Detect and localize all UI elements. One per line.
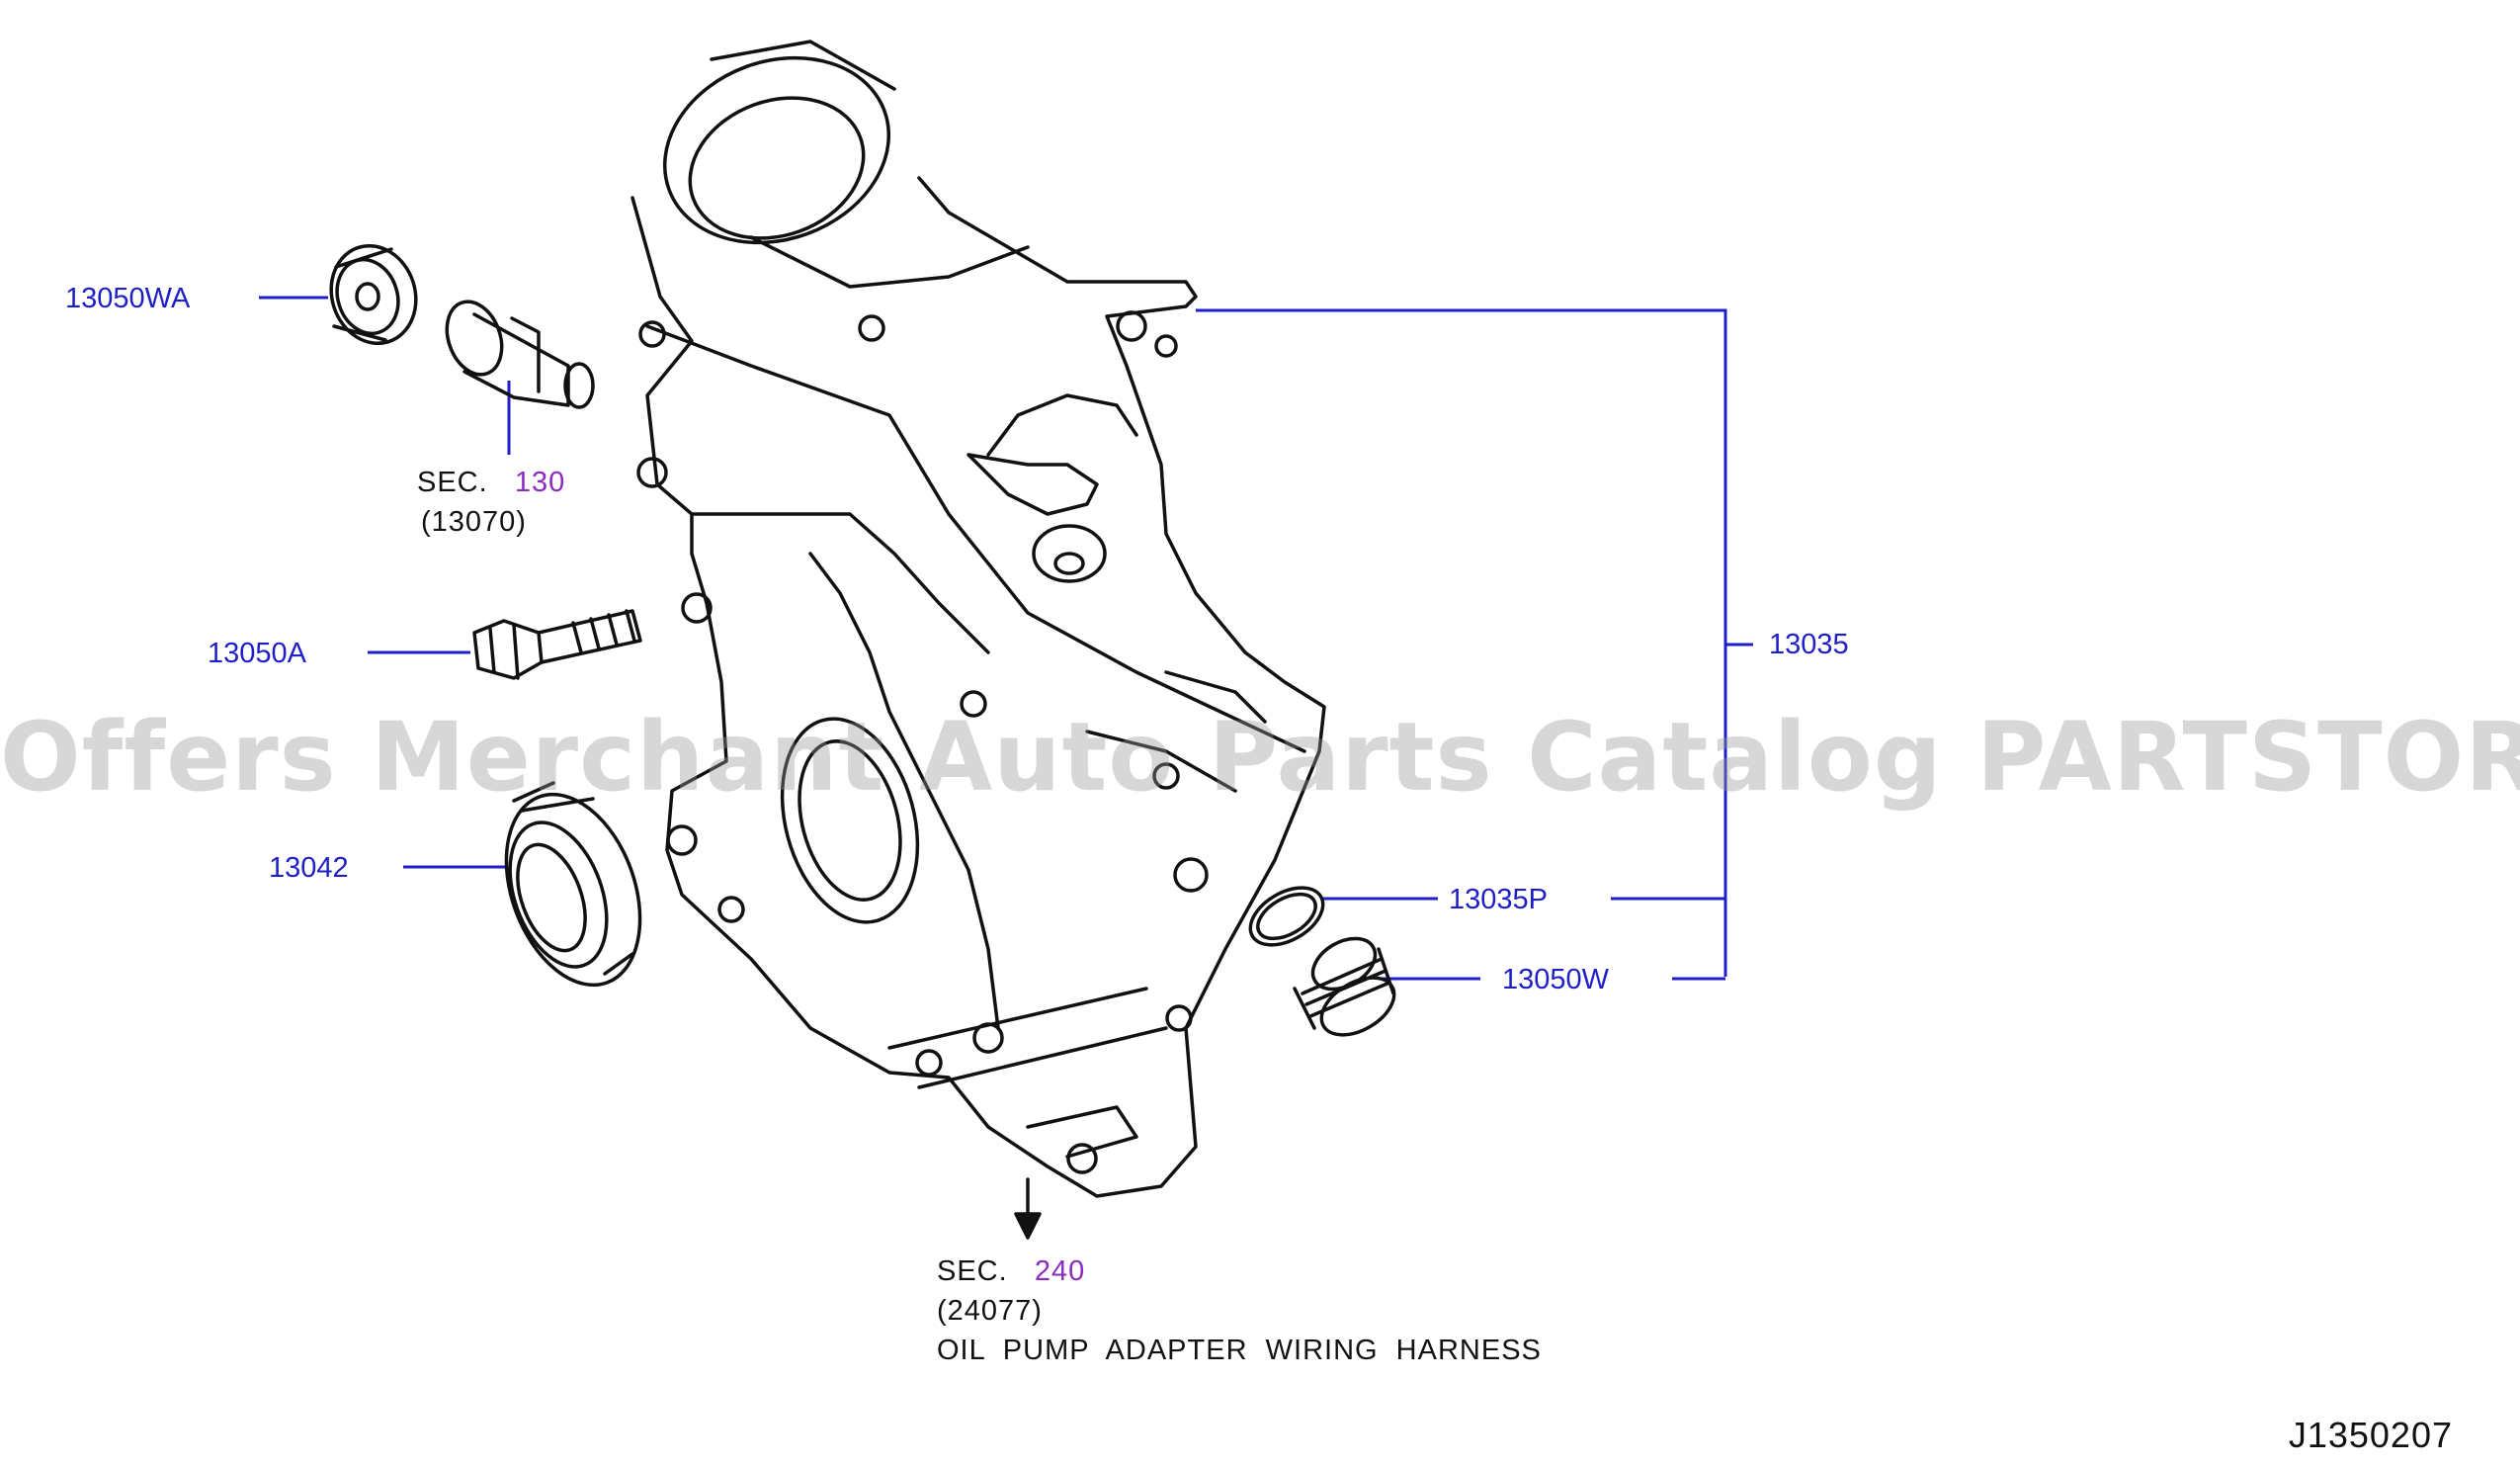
section-ref-130[interactable]: SEC. 130 <box>417 469 565 497</box>
leader-lines <box>259 296 1753 981</box>
plug-13050wa <box>329 243 418 346</box>
diagram-code: J1350207 <box>2288 1415 2453 1455</box>
part-label-13050w[interactable]: 13050W <box>1502 964 1610 995</box>
bolt-13050a <box>472 609 642 680</box>
part-label-13050wa[interactable]: 13050WA <box>65 283 191 314</box>
part-label-13050a[interactable]: 13050A <box>208 638 306 669</box>
section-ref-240-number[interactable]: 240 <box>1034 1255 1086 1287</box>
section-ref-130-subpart: (13070) <box>421 506 527 538</box>
section-ref-240-subpart: (24077) <box>937 1295 1043 1327</box>
sensor-sec130 <box>445 300 595 409</box>
seal-13042 <box>504 781 642 988</box>
part-label-13035[interactable]: 13035 <box>1769 629 1849 660</box>
plug-13050w <box>1293 936 1396 1037</box>
section-ref-130-number[interactable]: 130 <box>514 467 566 498</box>
watermark: Offers Merchant Auto Parts Catalog PARTS… <box>0 702 2520 813</box>
part-label-13035p[interactable]: 13035P <box>1449 884 1548 915</box>
front-cover-13035 <box>630 40 1326 1198</box>
arrow-sec240 <box>1014 1177 1042 1240</box>
section-ref-240-prefix: SEC. <box>937 1255 1008 1287</box>
part-label-13042[interactable]: 13042 <box>269 852 349 884</box>
o-ring-13035p <box>1248 886 1325 947</box>
section-ref-240-description: OIL PUMP ADAPTER WIRING HARNESS <box>937 1335 1542 1366</box>
section-ref-130-prefix: SEC. <box>417 467 488 498</box>
section-ref-240[interactable]: SEC. 240 <box>937 1257 1085 1286</box>
bolt-bosses <box>636 310 1209 1174</box>
line-art <box>329 40 1396 1240</box>
leader-13035-bracket <box>1196 308 1727 977</box>
